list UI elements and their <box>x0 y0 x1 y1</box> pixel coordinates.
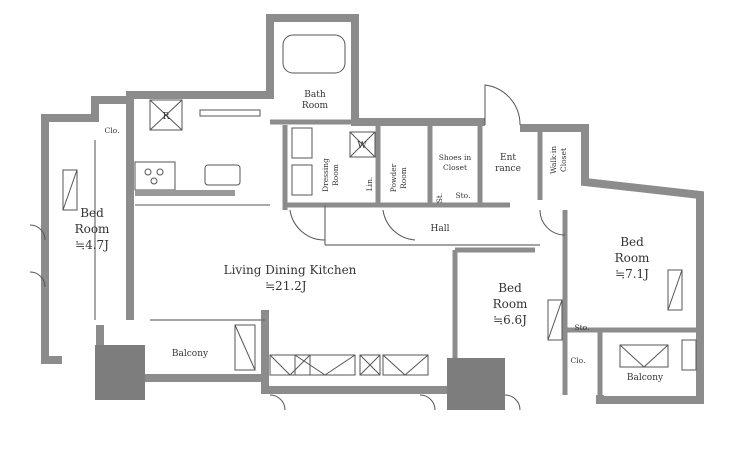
pillar <box>447 358 505 410</box>
storage-small-label: St. <box>435 193 444 204</box>
balcony-right-label: Balcony <box>627 373 664 383</box>
pillar <box>95 345 145 400</box>
bath-name1: Bath <box>304 90 326 100</box>
balcony-left-label: Balcony <box>172 349 209 359</box>
storage-units <box>62 169 697 376</box>
powder-name2: Room <box>399 167 408 189</box>
bed-mid-size: ≒6.6J <box>493 313 527 327</box>
refrigerator-icon: R <box>149 99 183 131</box>
bed-left-name2: Room <box>75 222 110 236</box>
dressing-name2: Room <box>331 164 340 186</box>
washer-label: W <box>357 141 367 151</box>
sink-icon <box>291 127 313 159</box>
entrance-name2: rance <box>495 164 521 174</box>
bath-name2: Room <box>302 101 329 111</box>
bed-left-name1: Bed <box>80 206 104 220</box>
entrance-name1: Ent <box>500 153 516 163</box>
shoes-name1: Shoes in <box>439 153 472 162</box>
walkin-name2: Closet <box>559 148 568 172</box>
linen-label: Lin. <box>365 177 374 192</box>
shoes-name2: Closet <box>443 163 467 172</box>
storage-bed-label: Sto. <box>575 323 590 332</box>
dressing-name1: Dressing <box>321 158 330 192</box>
storage-hall-label: Sto. <box>456 191 471 200</box>
bed-right-size: ≒7.1J <box>615 267 649 281</box>
bed-left-size: ≒4.7J <box>75 238 109 252</box>
closet-left-label: Clo. <box>105 126 120 135</box>
kitchen-counter <box>134 109 270 206</box>
ldk-size: ≒21.2J <box>265 279 307 293</box>
bed-mid-name1: Bed <box>498 281 522 295</box>
bed-right-name2: Room <box>615 251 650 265</box>
refrigerator-label: R <box>163 112 170 122</box>
powder-name1: Powder <box>389 163 398 192</box>
walkin-name1: Walk-in <box>549 146 558 174</box>
bathtub-icon <box>282 34 346 74</box>
sink-icon <box>291 164 313 196</box>
closet-mid-label: Clo. <box>571 356 586 365</box>
doors <box>29 84 566 411</box>
hall-label: Hall <box>431 224 450 234</box>
bed-mid-name2: Room <box>493 297 528 311</box>
ldk-name: Living Dining Kitchen <box>224 263 357 277</box>
washer-icon: W <box>349 131 376 158</box>
bed-right-name1: Bed <box>620 235 644 249</box>
